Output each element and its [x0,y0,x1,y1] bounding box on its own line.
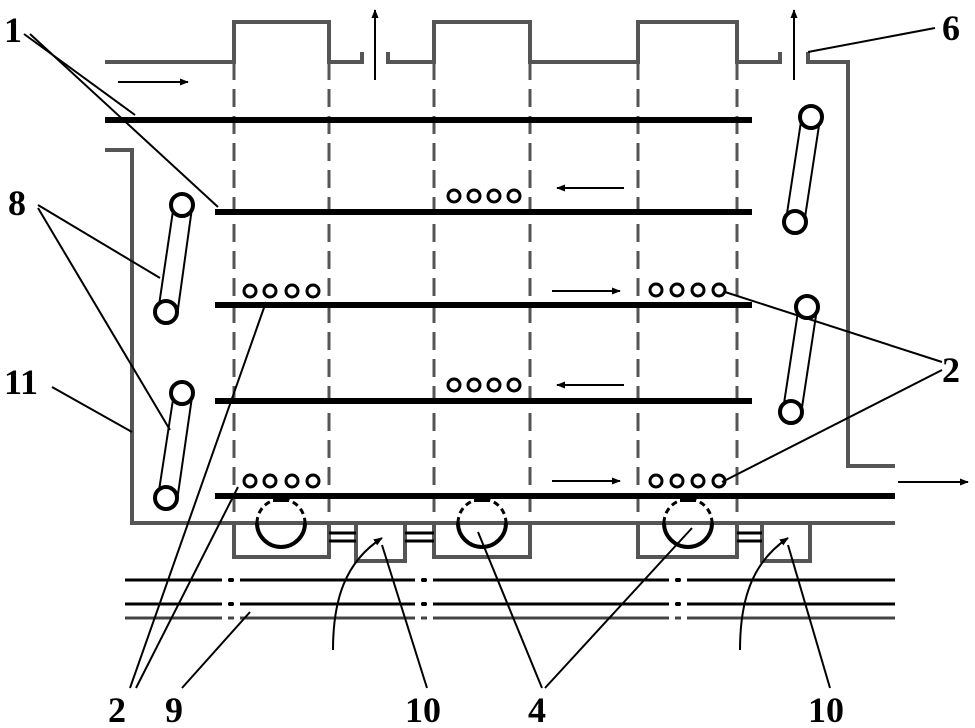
zone-dividers [232,62,739,523]
label-4: 4 [528,690,546,728]
connecting-ducts [329,531,762,543]
fan-2 [456,497,508,549]
label-8: 8 [8,183,26,223]
label-9: 9 [165,690,183,728]
material-pieces [242,188,727,489]
leader-lines [23,27,943,689]
circulation-fans [255,497,714,549]
label-11: 11 [4,362,38,402]
reference-labels: 1 6 8 11 2 2 9 10 4 10 [4,8,960,728]
air-intake-arrows [332,537,789,651]
pieces-row5-left [242,473,321,489]
pieces-row2-center [446,188,522,204]
flow-arrows [118,9,969,486]
fan-3 [662,497,714,549]
pieces-row3-right [648,282,727,298]
elevator-right-lower [778,294,820,425]
supply-pipes [125,576,895,622]
pieces-row5-right [648,473,727,489]
label-2-right: 2 [942,350,960,390]
conveyor-belts [105,117,895,499]
label-10-right: 10 [808,690,844,728]
housing [105,20,895,563]
label-1: 1 [4,10,22,50]
elevator-left-lower [153,380,195,511]
fan-1 [255,497,307,549]
label-10-left: 10 [405,690,441,728]
elevator-left-upper [153,192,195,325]
transfer-elevators [153,104,824,511]
elevator-right-upper [782,104,824,235]
pieces-row3-left [242,283,321,299]
label-6: 6 [942,8,960,48]
pieces-row4-center [446,377,522,393]
label-2-left: 2 [108,690,126,728]
left-wall [105,148,895,525]
